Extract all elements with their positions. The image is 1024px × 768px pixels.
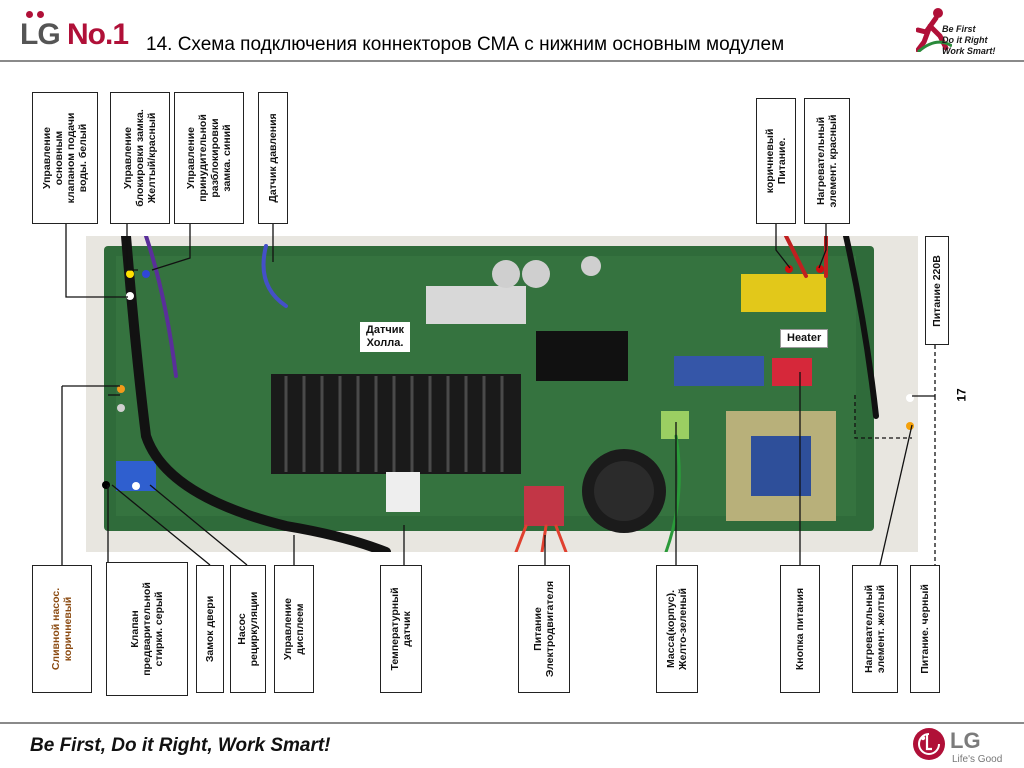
callout-recirc-pump-text: Насос рециркуляции (235, 591, 260, 667)
footer-divider (0, 722, 1024, 724)
footer-slogan: Be First, Do it Right, Work Smart! (30, 735, 331, 756)
callout-heater-yellow: Нагревательный элемент. желтый (852, 565, 898, 693)
callout-unlock: Управление принудительной разблокировки … (174, 92, 244, 224)
page-title: 14. Схема подключения коннекторов СМА с … (146, 34, 785, 55)
brand-dots (26, 5, 56, 18)
runner-icon (916, 8, 952, 52)
callout-ground: Масса(корпус). Желто-зеленый (656, 565, 698, 693)
callout-drain-pump-text: Сливной насос. коричневый (49, 587, 74, 671)
connector-red (772, 358, 812, 386)
callout-unlock-text: Управление принудительной разблокировки … (184, 114, 234, 202)
connector-temp (386, 472, 420, 512)
heatsink (271, 374, 521, 474)
header-divider (0, 60, 1024, 62)
badge-line-2: Do it Right (942, 35, 988, 45)
hall-sensor-label: Датчик Холла. (360, 322, 410, 353)
heater-label: Heater (780, 329, 829, 349)
callout-heater-red: Нагревательный элемент. красный (804, 98, 850, 224)
callout-recirc-pump: Насос рециркуляции (230, 565, 266, 693)
callout-power-button-text: Кнопка питания (793, 587, 806, 671)
slogan-badge: Be First Do it Right Work Smart! (916, 4, 1012, 60)
callout-power-black-text: Питание. черный (918, 584, 931, 674)
brand-logo: LG No.1 (20, 18, 129, 52)
control-board-photo (86, 236, 918, 552)
callout-power-220: Питание 220В (925, 236, 949, 345)
callout-heater-red-text: Нагревательный элемент. красный (814, 114, 839, 208)
callout-pressure: Датчик давления (258, 92, 288, 224)
callout-motor-power-text: Питание Электродвигателя (531, 580, 556, 678)
callout-lock-text: Управление блокировки замка. Желтый/крас… (121, 109, 159, 207)
callout-power-220-text: Питание 220В (930, 254, 943, 327)
badge-line-3: Work Smart! (942, 46, 996, 56)
callout-temp-sensor-text: Температурный датчик (388, 587, 413, 671)
callout-power-brown-text: коричневый Питание. (763, 128, 788, 194)
relay-yellow (741, 274, 826, 312)
callout-prewash-valve: Клапан предварительной стирки. серый (106, 562, 188, 696)
callout-lock: Управление блокировки замка. Желтый/крас… (110, 92, 170, 224)
callout-door-lock-text: Замок двери (203, 595, 216, 663)
callout-display-ctrl: Управление дисплеем (274, 565, 314, 693)
callout-display-ctrl-text: Управление дисплеем (281, 597, 306, 661)
callout-power-brown: коричневый Питание. (756, 98, 796, 224)
connector-motor (524, 486, 564, 526)
callout-power-button: Кнопка питания (780, 565, 820, 693)
callout-prewash-valve-text: Клапан предварительной стирки. серый (128, 582, 166, 676)
brand-number: No.1 (67, 18, 129, 51)
lg-logo-icon (913, 728, 945, 760)
badge-line-1: Be First (942, 24, 976, 34)
wire-harness (121, 236, 879, 552)
callout-main-valve-text: Управление основным клапаном подачи воды… (40, 112, 90, 204)
callout-power-black: Питание. черный (910, 565, 940, 693)
callout-drain-pump: Сливной насос. коричневый (32, 565, 92, 693)
callout-pressure-text: Датчик давления (266, 113, 279, 203)
barcode-label (426, 286, 526, 324)
callout-main-valve: Управление основным клапаном подачи воды… (32, 92, 98, 224)
ic-chip (536, 331, 628, 381)
callout-door-lock: Замок двери (196, 565, 224, 693)
callout-heater-yellow-text: Нагревательный элемент. желтый (862, 584, 887, 674)
lg-logo-subtext: Life's Good (952, 754, 1003, 765)
connector-ground (661, 411, 689, 439)
relay-blue (674, 356, 764, 386)
lg-logo-text: LG (950, 728, 981, 753)
brand-prefix: LG (20, 18, 67, 51)
callout-motor-power: Питание Электродвигателя (518, 565, 570, 693)
callout-temp-sensor: Температурный датчик (380, 565, 422, 693)
callout-ground-text: Масса(корпус). Желто-зеленый (664, 588, 689, 670)
